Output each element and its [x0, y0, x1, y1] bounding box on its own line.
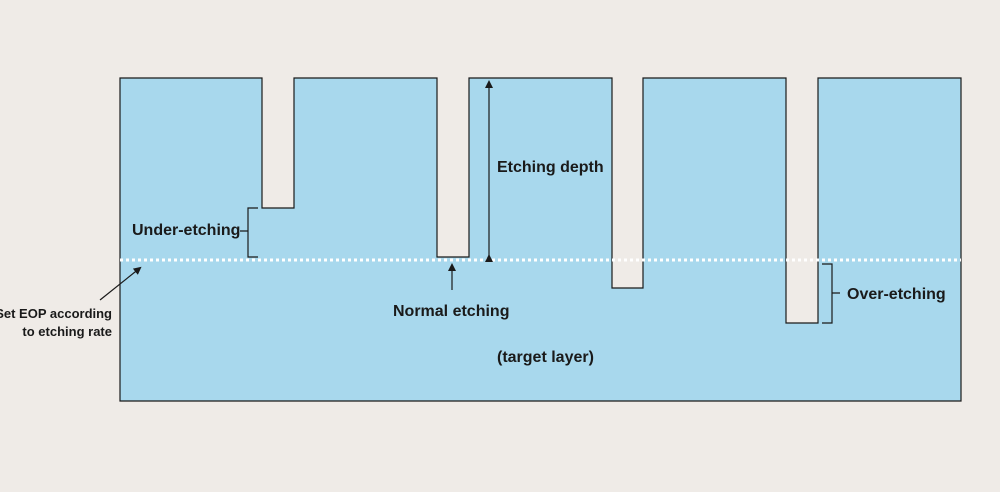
target-layer-label: (target layer)	[497, 349, 594, 366]
over-etching-bracket	[822, 263, 840, 324]
eop-note-line2: to etching rate	[22, 324, 112, 339]
etching-depth-label: Etching depth	[497, 159, 604, 176]
eop-pointer-arrow	[99, 266, 142, 301]
under-etching-bracket	[240, 207, 258, 258]
target-layer-shape	[119, 77, 962, 402]
under-etching-label: Under-etching	[132, 222, 240, 239]
over-etching-label: Over-etching	[847, 286, 946, 303]
normal-etching-label: Normal etching	[393, 303, 509, 320]
eop-note-line1: Set EOP according	[0, 306, 112, 321]
